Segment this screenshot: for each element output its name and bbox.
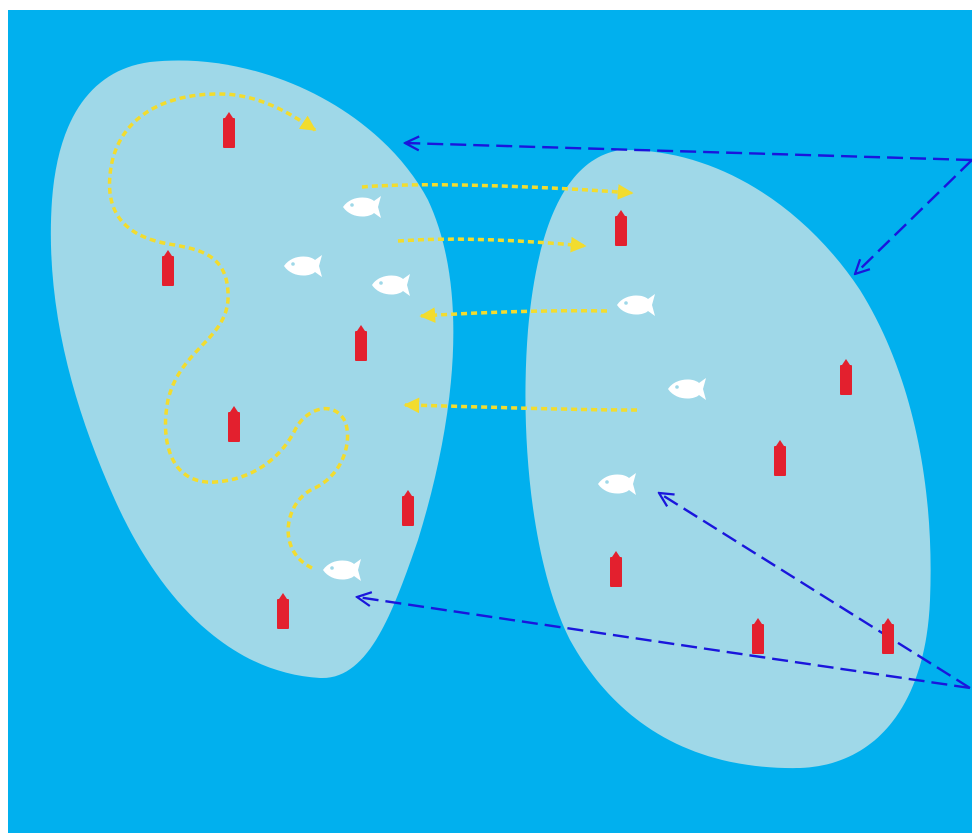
fish-path-to-left-2: [403, 397, 638, 414]
habitat-patch-left: [50, 60, 454, 679]
pointer-to-right-patch: [855, 159, 972, 274]
fish-path-to-left-1: [419, 307, 608, 323]
pointer-lines: [357, 143, 972, 690]
fish-path-home-range: [107, 92, 350, 570]
pointer-to-fish-right: [659, 493, 971, 690]
fish-path-to-right-1: [361, 183, 634, 200]
pointer-to-fish-left: [357, 597, 971, 690]
fish-movement-paths: [107, 92, 638, 570]
fish-path-to-right-2: [397, 236, 587, 253]
pointer-to-left-patch: [405, 143, 972, 162]
